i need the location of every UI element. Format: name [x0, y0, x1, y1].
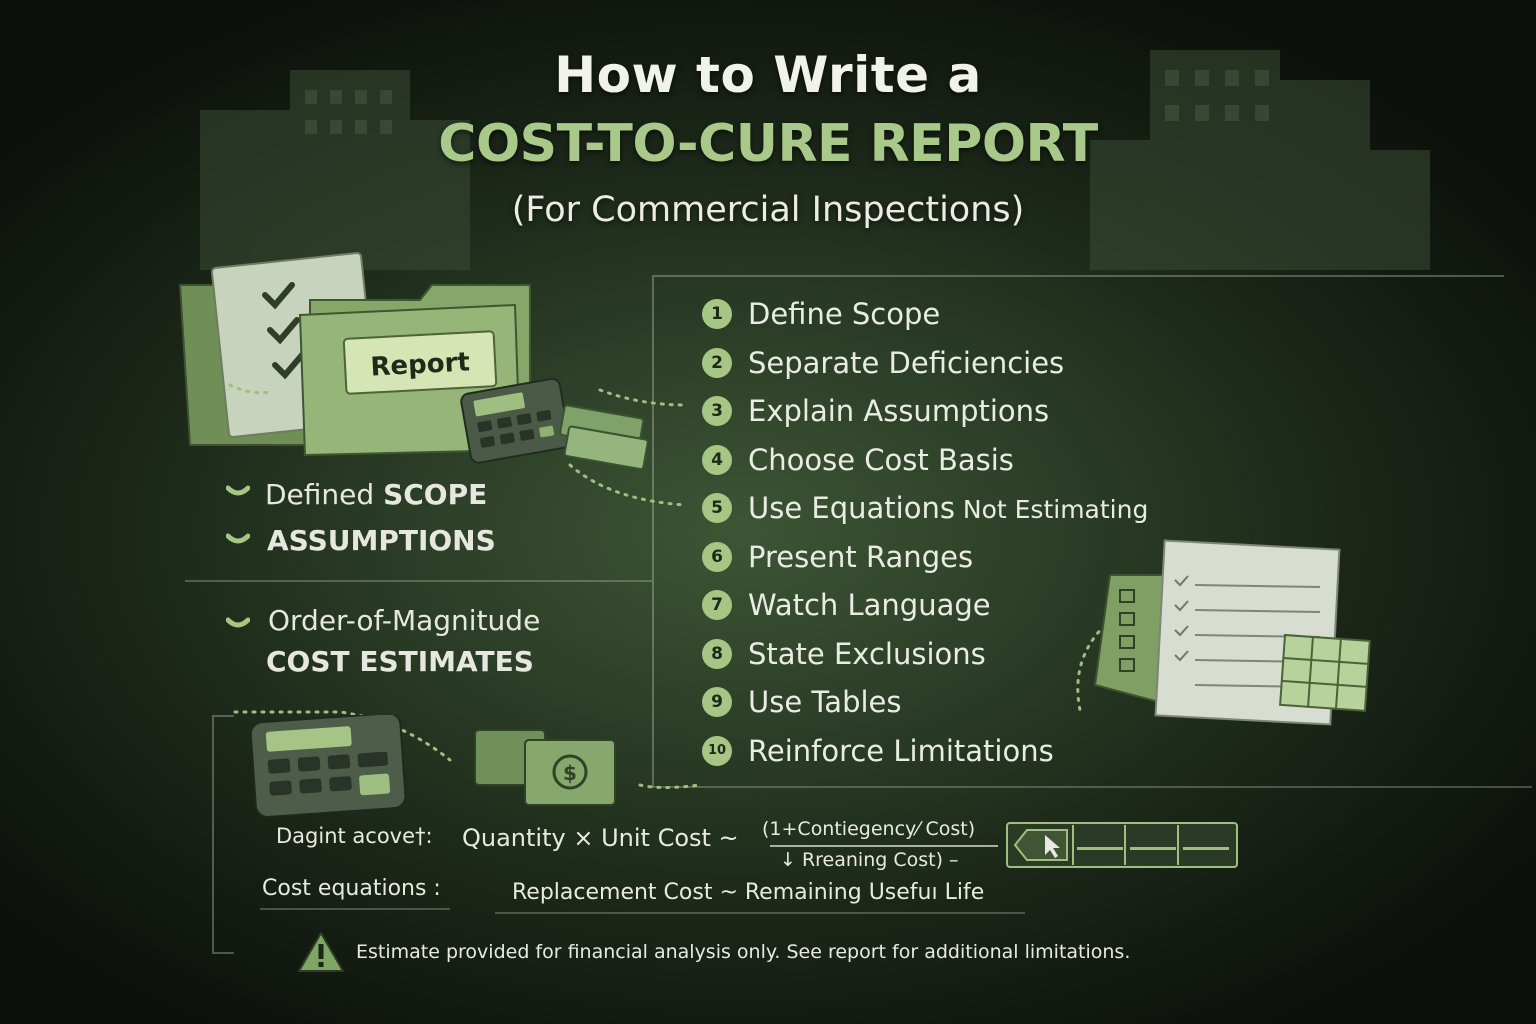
- equation-underline: [260, 908, 450, 910]
- folder-label: Report: [370, 347, 471, 382]
- check-bullet-icon: [226, 533, 250, 544]
- step-item: 2 Separate Deficiencies: [702, 339, 1148, 388]
- spreadsheet-document-illustration: [1093, 539, 1371, 726]
- step-item: 3 Explain Assumptions: [702, 387, 1148, 436]
- step-item: 10 Reinforce Limitations: [702, 727, 1148, 776]
- title-line-2: COST-TO-CURE REPORT: [438, 114, 1098, 174]
- steps-frame-bottom: [652, 786, 1532, 788]
- step-number-badge: 10: [702, 735, 732, 766]
- step-item: 7 Watch Language: [702, 581, 1148, 630]
- equation-row-1-top: (1+Contiegency⁄ Cost): [762, 818, 976, 840]
- cell-toolbar-illustration: [1006, 822, 1238, 868]
- estimate-line-1: Order-of-Magnitude: [268, 604, 541, 637]
- step-number-badge: 5: [702, 493, 732, 524]
- title-line-1: How to Write a: [554, 46, 982, 104]
- step-item: 6 Present Ranges: [702, 533, 1148, 582]
- assumptions-label: ASSUMPTIONS: [267, 524, 496, 557]
- warning-icon: [298, 932, 344, 972]
- equation-row-2-main: Replacement Cost ~ Remaining Usefuı Life: [512, 880, 985, 905]
- equation-row-1-label: Dagint acove†:: [276, 824, 433, 848]
- step-number-badge: 4: [702, 444, 732, 475]
- step-label: Separate Deficiencies: [748, 345, 1065, 380]
- estimate-line-2: COST ESTIMATES: [266, 645, 534, 678]
- report-folder-illustration: Report: [178, 252, 649, 471]
- step-label: Use Tables: [748, 685, 902, 720]
- step-item: 1 Define Scope: [702, 290, 1148, 339]
- title-subtitle: (For Commercial Inspections): [511, 190, 1025, 230]
- footer-note: Estimate provided for financial analysis…: [356, 941, 1131, 963]
- defined-scope-label: Defined SCOPE: [265, 478, 488, 511]
- step-item: 4 Choose Cost Basis: [702, 436, 1148, 485]
- calculator-money-illustration: $: [249, 715, 616, 818]
- step-label: Define Scope: [748, 297, 941, 332]
- equation-underline: [495, 912, 1025, 914]
- step-label: Reinforce Limitations: [748, 733, 1054, 768]
- step-number-badge: 7: [702, 590, 732, 621]
- step-item: 9 Use Tables: [702, 678, 1148, 727]
- fraction-bar: [770, 845, 998, 847]
- step-label: Choose Cost Basis: [748, 442, 1014, 477]
- step-label: Explain Assumptions: [748, 394, 1050, 429]
- step-number-badge: 8: [702, 638, 732, 669]
- step-label: Use Equations Not Estimating: [748, 491, 1149, 526]
- step-number-badge: 2: [702, 347, 732, 378]
- step-number-badge: 1: [702, 299, 732, 330]
- check-bullet-icon: [226, 617, 250, 628]
- step-label: Present Ranges: [748, 539, 974, 574]
- step-label: Watch Language: [748, 588, 991, 623]
- equation-row-2-label: Cost equations :: [262, 876, 441, 901]
- step-number-badge: 3: [702, 396, 732, 427]
- bottom-frame: [212, 715, 234, 954]
- step-label: State Exclusions: [748, 636, 986, 671]
- step-number-badge: 6: [702, 541, 732, 572]
- equation-row-1-bottom: ↓ Rreaning Cost) –: [780, 849, 959, 871]
- check-bullet-icon: [226, 485, 250, 496]
- left-divider: [185, 580, 652, 582]
- step-number-badge: 9: [702, 687, 732, 718]
- step-item: 5 Use Equations Not Estimating: [702, 484, 1148, 533]
- steps-frame: [652, 275, 1504, 787]
- svg-text:$: $: [563, 761, 577, 785]
- step-item: 8 State Exclusions: [702, 630, 1148, 679]
- equation-row-1-main: Quantity × Unit Cost ~: [462, 824, 739, 852]
- steps-list: 1 Define Scope 2 Separate Deficiencies 3 Ex…: [702, 290, 1148, 775]
